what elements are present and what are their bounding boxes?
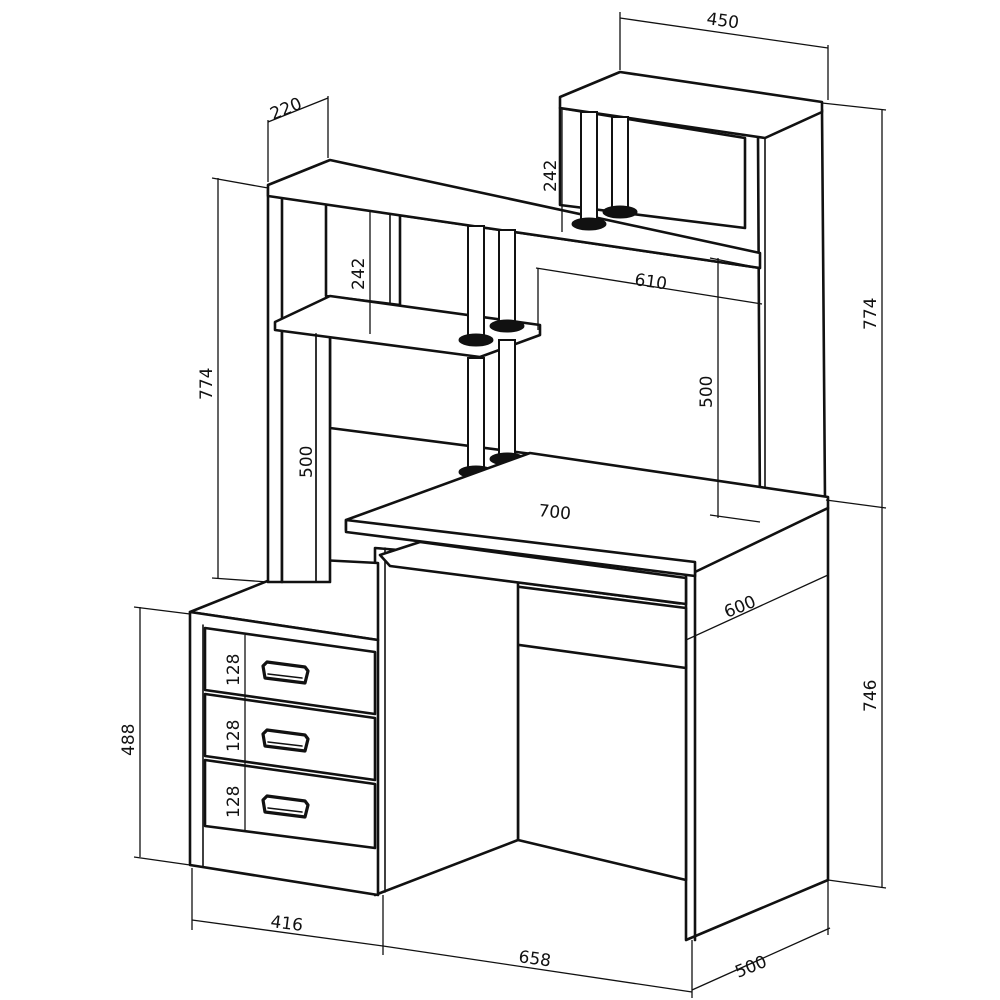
dim-drawer-2-height: 128 [224, 720, 244, 752]
pedestal-side [373, 546, 520, 897]
dim-drawer-1-height: 128 [224, 654, 244, 686]
desk-body [503, 506, 830, 942]
left-pedestal [188, 546, 520, 897]
post [611, 116, 629, 213]
dim-left-hutch-height: 774 [197, 368, 217, 400]
dim-pedestal-width: 416 [269, 912, 304, 936]
desktop [344, 451, 830, 606]
hutch-right-side [756, 108, 827, 524]
dim-drawer-3-height: 128 [224, 786, 244, 818]
main-hutch-shelf [266, 158, 762, 270]
dim-right-hutch-height: 774 [861, 298, 881, 330]
knee-back-panel [516, 638, 688, 882]
drawer-handle-icon [261, 660, 310, 685]
dim-left-bay-height: 500 [297, 446, 317, 478]
hutch [266, 70, 827, 584]
drawer-handle-icon [261, 728, 310, 753]
dim-shelf-depth: 220 [267, 94, 305, 125]
dim-monitor-bay-height: 500 [697, 376, 717, 408]
top-shelf [558, 70, 824, 140]
post [467, 357, 485, 471]
dim-pedestal-height: 488 [119, 724, 139, 756]
hutch-left-side [266, 188, 284, 584]
dim-body-depth: 500 [732, 952, 770, 983]
dim-desk-height: 746 [861, 680, 881, 712]
dim-right-top-height: 242 [541, 160, 561, 192]
post [498, 229, 516, 327]
dim-top-shelf-width: 450 [705, 9, 740, 33]
drawer-handle-icon [261, 794, 310, 819]
desktop-front-edge [344, 518, 697, 578]
post [498, 339, 516, 459]
support-posts [458, 111, 638, 479]
dimension-lines [133, 12, 887, 998]
dim-body-width: 658 [517, 947, 552, 971]
right-tower-side [684, 506, 830, 942]
post [580, 111, 598, 223]
keyboard-tray [378, 540, 688, 606]
post [467, 225, 485, 339]
dim-left-shelf-height: 242 [349, 258, 369, 290]
dim-monitor-bay-width: 610 [633, 270, 668, 294]
dim-desktop-width: 700 [537, 501, 571, 524]
